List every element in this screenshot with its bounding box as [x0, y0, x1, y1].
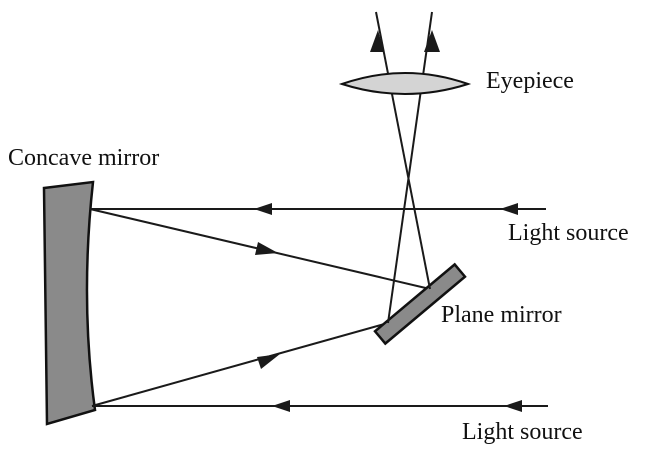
- arrow-reflected-bottom: [257, 354, 280, 369]
- arrow-incoming-top-right: [500, 203, 518, 215]
- arrow-incoming-bottom-left: [272, 400, 290, 412]
- ray-reflected-bottom: [91, 322, 389, 407]
- arrow-out-right: [424, 30, 440, 52]
- label-concave-mirror: Concave mirror: [8, 145, 160, 171]
- arrow-reflected-top: [255, 242, 278, 255]
- eyepiece-lens: [338, 72, 472, 95]
- plane-mirror: [373, 262, 467, 346]
- ray-to-eyepiece-left: [375, 11, 431, 290]
- label-light-source-bottom: Light source: [462, 419, 583, 445]
- ray-to-eyepiece-right: [387, 11, 433, 324]
- arrow-incoming-bottom-right: [504, 400, 522, 412]
- label-light-source-top: Light source: [508, 220, 629, 246]
- label-eyepiece: Eyepiece: [486, 68, 574, 94]
- label-plane-mirror: Plane mirror: [441, 302, 562, 328]
- arrow-incoming-top-left: [254, 203, 272, 215]
- arrow-out-left: [370, 30, 384, 52]
- concave-mirror: [42, 180, 97, 426]
